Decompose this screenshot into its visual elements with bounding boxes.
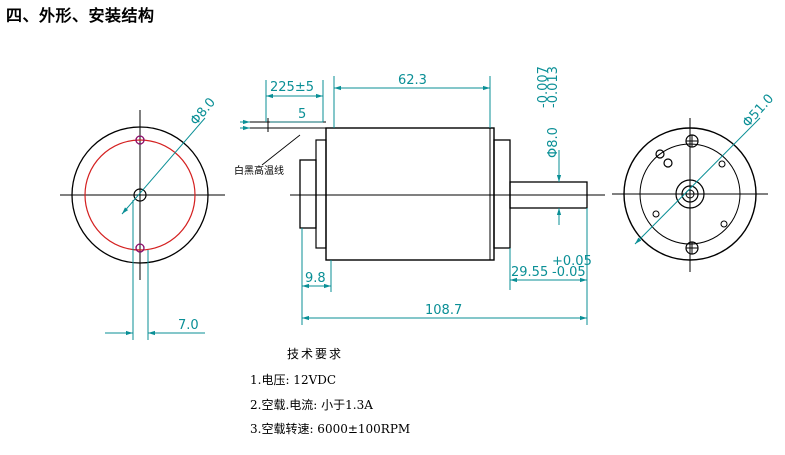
body-length-label: 62.3 [398, 73, 427, 88]
lead-length-label: 225±5 [270, 80, 314, 95]
front-shaft-circle [133, 188, 147, 202]
side-view: 白黑高温线 225±5 5 62.3 Φ8.0 -0.007 -0.013 9.… [234, 66, 605, 325]
overall-length-label: 108.7 [425, 303, 462, 318]
side-flange [299, 159, 317, 229]
flange-depth-label: 9.8 [305, 271, 326, 286]
rear-vent-hole-2 [720, 220, 728, 228]
front-outer-circle [71, 126, 209, 264]
rear-vent-hole-3 [652, 210, 660, 218]
rear-dia-leader [634, 117, 761, 245]
section-heading: 四、外形、安装结构 [6, 6, 155, 25]
rear-terminal-hole-1 [655, 149, 665, 159]
lead-label: 白黑高温线 [234, 164, 284, 177]
side-motor-body [325, 127, 495, 261]
rear-dia-label: Φ51.0 [740, 92, 777, 131]
rear-inner-circle [639, 143, 741, 245]
front-shaft-dia-label: Φ8.0 [188, 95, 219, 128]
front-view: Φ8.0 7.0 [60, 95, 225, 340]
shaft-length-tol-lower: -0.05 [552, 265, 586, 280]
tech-note-1: 1.电压: 12VDC [250, 373, 336, 387]
rear-vent-hole-1 [718, 160, 726, 168]
side-end-cap [315, 139, 327, 249]
rear-view: Φ51.0 [612, 92, 777, 272]
side-front-boss [493, 139, 511, 249]
lead-label-leader [261, 134, 301, 166]
rear-bearing-inner [681, 185, 699, 203]
tech-notes-title: 技术要求 [287, 347, 343, 361]
front-mount-hole-top [135, 135, 145, 145]
rear-outer-circle [623, 127, 757, 261]
tech-notes: 技术要求 1.电压: 12VDC 2.空载.电流: 小于1.3A 3.空载转速:… [250, 347, 410, 436]
shaft-length-label: 29.55 [511, 265, 548, 280]
rear-terminal-hole-2 [663, 158, 673, 168]
front-mount-hole-bottom [135, 243, 145, 253]
lead-strip-label: 5 [298, 107, 306, 122]
rear-shaft-hole [685, 189, 695, 199]
tech-note-3: 3.空载转速: 6000±100RPM [250, 421, 410, 436]
front-offset-label: 7.0 [178, 318, 199, 333]
shaft-dia-tol-lower: -0.013 [546, 66, 561, 108]
shaft-length-tol-upper: +0.05 [552, 254, 592, 269]
shaft-dia-label: Φ8.0 [546, 127, 561, 158]
shaft-dia-tol-upper: -0.007 [536, 66, 551, 108]
front-mounting-circle [84, 139, 196, 251]
front-dia-leader [121, 117, 206, 215]
tech-note-2: 2.空载.电流: 小于1.3A [250, 398, 373, 412]
rear-bearing-outer [675, 179, 705, 209]
side-shaft [509, 181, 588, 209]
